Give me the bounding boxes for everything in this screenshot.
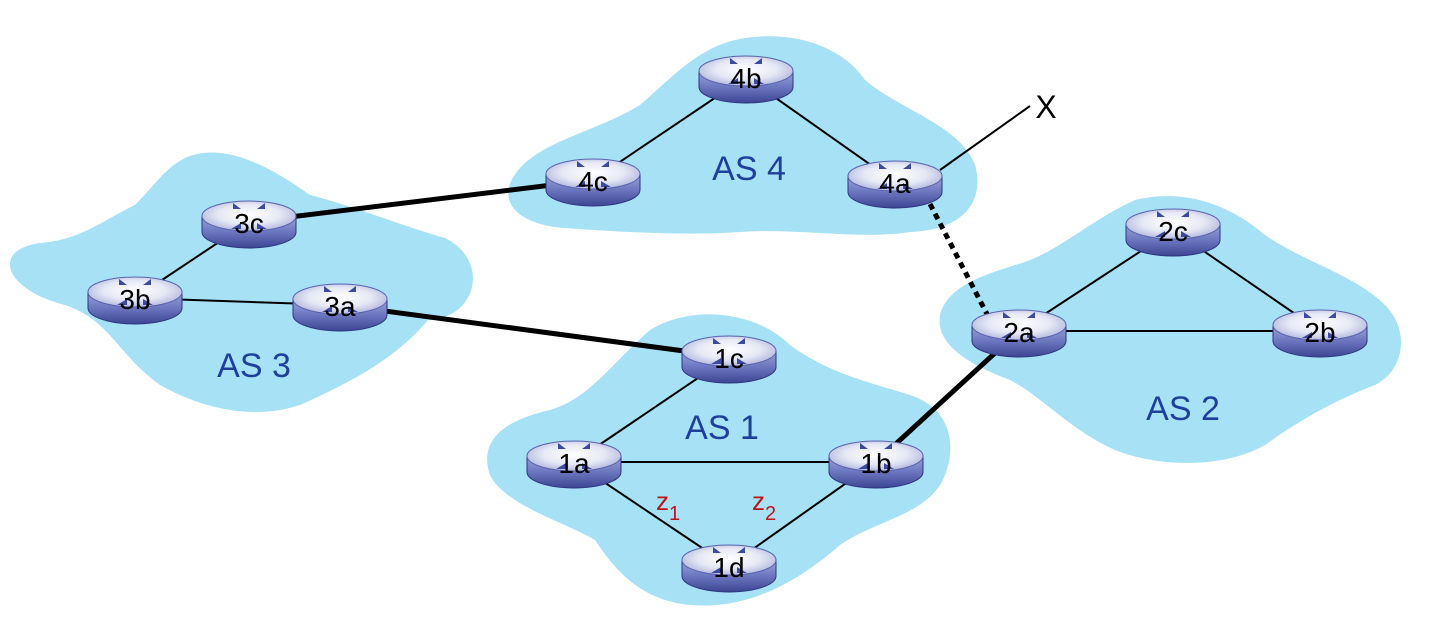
router-4c-label: 4c xyxy=(578,166,608,197)
router-1c-label: 1c xyxy=(714,343,744,374)
router-2c: 2c xyxy=(1125,208,1221,257)
link-weight-z2: z2 xyxy=(752,486,776,525)
as3-cloud xyxy=(9,152,473,413)
router-1b-label: 1b xyxy=(860,448,891,479)
router-1d-label: 1d xyxy=(713,552,744,583)
as1-label: AS 1 xyxy=(685,409,759,447)
router-1a-label: 1a xyxy=(558,448,590,479)
router-3a: 3a xyxy=(292,283,388,332)
router-4b-label: 4b xyxy=(730,63,761,94)
router-2a-label: 2a xyxy=(1003,317,1035,348)
router-2a: 2a xyxy=(971,309,1067,358)
as1-cloud xyxy=(487,314,951,606)
as3-label: AS 3 xyxy=(217,347,291,385)
router-2c-label: 2c xyxy=(1158,216,1188,247)
as2-label: AS 2 xyxy=(1146,390,1220,428)
as2-cloud xyxy=(939,196,1402,463)
router-1c: 1c xyxy=(681,335,777,384)
router-4c: 4c xyxy=(545,158,641,207)
router-4a: 4a xyxy=(847,160,943,209)
router-1b: 1b xyxy=(828,440,924,489)
router-4b: 4b xyxy=(698,55,794,104)
router-3a-label: 3a xyxy=(324,291,356,322)
router-3c-label: 3c xyxy=(234,208,264,239)
link-3a-1c xyxy=(339,302,730,360)
router-3b-label: 3b xyxy=(119,284,150,315)
link-4a-x xyxy=(939,105,1031,171)
router-2b: 2b xyxy=(1272,309,1368,358)
router-4a-label: 4a xyxy=(879,168,911,199)
link-weight-z1-sub: 1 xyxy=(669,503,680,525)
as4-label: AS 4 xyxy=(712,150,786,188)
link-weight-z1-base: z xyxy=(656,486,669,516)
router-3b: 3b xyxy=(87,276,183,325)
link-weight-z1: z1 xyxy=(656,486,680,525)
destination-x-label: X xyxy=(1035,89,1056,125)
link-3c-4c xyxy=(248,177,594,225)
router-3c: 3c xyxy=(201,200,297,249)
router-2b-label: 2b xyxy=(1304,317,1335,348)
router-1d: 1d xyxy=(681,544,777,593)
link-weight-z2-base: z xyxy=(752,486,765,516)
link-weight-z2-sub: 2 xyxy=(765,503,776,525)
router-1a: 1a xyxy=(526,440,622,489)
